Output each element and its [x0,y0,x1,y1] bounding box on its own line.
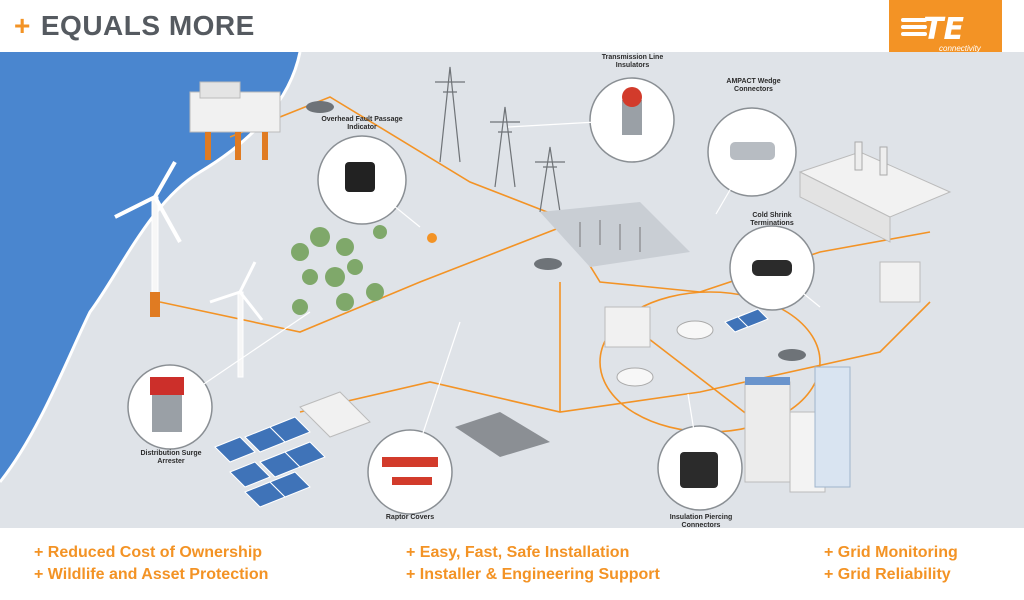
page-title: + EQUALS MORE [14,10,255,42]
benefit-reduced-cost: + Reduced Cost of Ownership [34,544,263,561]
benefit-wildlife: + Wildlife and Asset Protection [34,566,269,583]
transmission-towers [435,66,565,213]
houses [604,261,921,348]
grid-illustration: Transmission Line Insulators AMPACT Wedg… [0,52,1024,528]
factory [798,141,952,243]
sea-area [0,52,300,482]
title-plus: + [14,10,31,41]
product-glyphs [150,87,792,488]
logo-mark: TE [923,12,964,47]
city-buildings [744,366,851,493]
solar-field [214,308,769,508]
benefit-grid-monitoring: + Grid Monitoring [824,544,958,561]
title-text: EQUALS MORE [40,10,255,41]
label-surge-arrester: Distribution Surge Arrester [140,450,202,465]
offshore-platform [189,81,281,160]
electric-cars [616,320,714,387]
benefits-footer: + Reduced Cost of Ownership + Wildlife a… [0,528,1024,600]
wind-turbine-2 [209,261,264,378]
wind-turbine-1 [114,161,182,317]
benefit-installation: + Easy, Fast, Safe Installation [406,544,630,561]
battery-storage [299,391,371,438]
logo-subtitle: connectivity [939,44,981,53]
fault-location-marker [427,233,437,243]
label-transmission-insulators: Transmission Line Insulators [601,54,664,69]
label-piercing: Insulation Piercing Connectors [669,514,733,528]
transformer-yard [455,412,550,457]
header: + EQUALS MORE [0,0,1024,52]
scene-drawing [0,52,952,515]
benefit-grid-reliability: + Grid Reliability [824,566,951,583]
label-raptor-covers: Raptor Covers [385,514,435,521]
substation-pad [540,202,690,267]
logo-stripes [901,18,927,39]
splice-markers [306,101,806,361]
benefit-support: + Installer & Engineering Support [406,566,660,583]
label-cold-shrink: Cold Shrink Terminations [750,212,794,227]
label-fault-indicator: Overhead Fault Passage Indicator [321,116,403,131]
label-ampact: AMPACT Wedge Connectors [726,78,781,93]
substation-equipment [579,220,641,252]
forest [291,225,387,315]
